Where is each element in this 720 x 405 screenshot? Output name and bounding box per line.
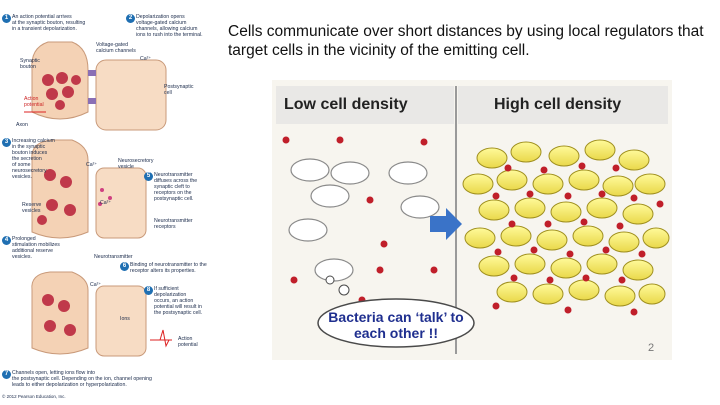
step-5-marker: 5 [144,172,153,181]
ca-label-2: Ca²⁺ [86,162,98,168]
step-6-marker: 6 [120,262,129,271]
step-8-marker: 8 [144,286,153,295]
step-4-text: Prolonged stimulation mobilizes addition… [12,236,60,260]
synapse-panel-2 [31,139,147,239]
page-number: 2 [648,342,655,354]
low-density-header [276,86,454,124]
postsynaptic-label: Postsynaptic cell [164,84,194,96]
step-3-text: Increasing calcium in the synaptic bouto… [12,138,55,180]
step-4-marker: 4 [2,236,11,245]
neurotransmitter-label: Neurotransmitter [94,254,133,260]
density-arrow [430,208,462,240]
step-2-marker: 2 [126,14,135,23]
synapse-panel-3 [31,271,172,357]
synapse-illustration [24,41,172,357]
action-potential-label-2: Action potential [178,336,198,348]
speech-bubble [317,275,475,348]
step-7-text: Channels open, letting ions flow into th… [12,370,152,388]
bacteria-illustration [276,86,670,354]
copyright: © 2012 Pearson Education, Inc. [2,394,66,399]
vg-channels-label: Voltage-gated calcium channels [96,42,136,54]
step-6-text: Binding of neurotransmitter to the recep… [130,262,207,274]
neurosecretory-vesicle-label: Neurosecretory vesicle [118,158,154,170]
step-1-marker: 1 [2,14,11,23]
step-3-marker: 3 [2,138,11,147]
high-density-signals [492,162,664,316]
speech-bubble-text: Bacteria can ‘talk’ to each other !! [328,309,464,341]
low-density-title: Low cell density [284,96,408,113]
ca-label-4: Ca²⁺ [90,282,102,288]
synapse-panel-1 [24,41,167,131]
slide-caption: Cells communicate over short distances b… [228,23,704,59]
ca-label-3: Ca²⁺ [100,200,112,206]
step-8-text: If sufficient depolarization occurs, an … [154,286,203,316]
bacteria-figure: Low cell density High cell density Bacte… [272,80,672,360]
high-density-title: High cell density [494,96,622,113]
bouton-label: Synaptic bouton [20,58,40,70]
step-1-text: An action potential arrives at the synap… [12,14,86,32]
high-density-cells [462,139,670,307]
synapse-figure: 1 An action potential arrives at the syn… [0,0,222,405]
nt-receptors-label: Neurotransmitter receptors [154,218,193,230]
step-2-text: Depolarization opens voltage-gated calci… [136,14,203,38]
axon-label: Axon [16,122,28,128]
action-potential-label: Action potential [24,96,44,108]
high-density-header [458,86,668,124]
ions-label: Ions [120,316,130,322]
low-density-cells [288,158,440,282]
step-7-marker: 7 [2,370,11,379]
reserve-vesicles-label: Reserve vesicles [22,202,42,214]
step-5-text: Neurotransmitter diffuses across the syn… [154,172,198,202]
ca-label-1: Ca²⁺ [140,56,152,62]
